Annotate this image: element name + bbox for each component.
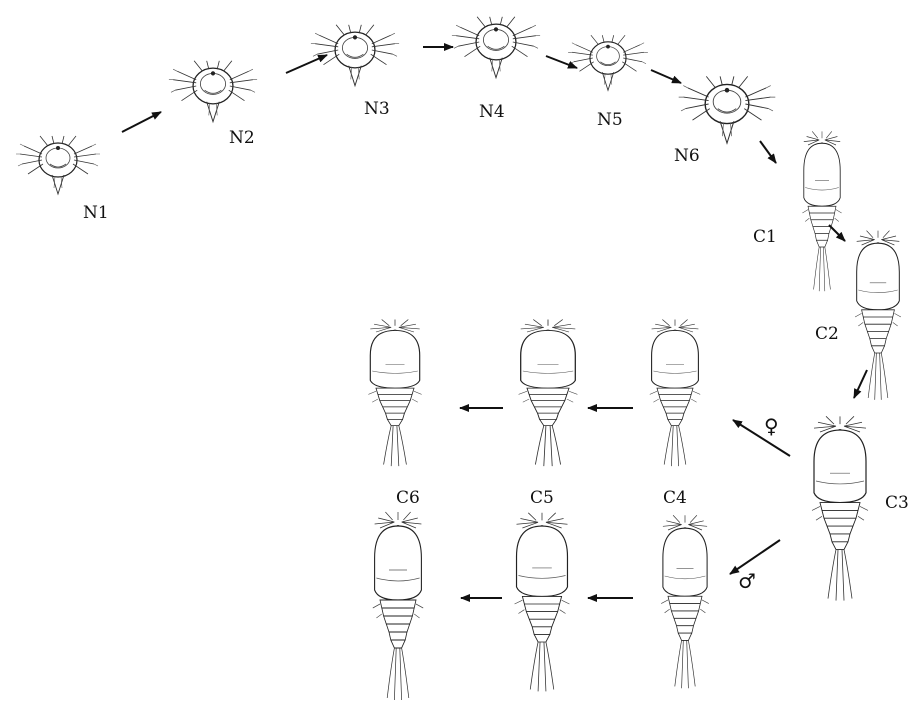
stage-label-c5: C5 xyxy=(530,490,554,507)
stage-label-c3: C3 xyxy=(885,495,909,512)
male-symbol: ♂ xyxy=(738,571,756,591)
arrow-n4-n5 xyxy=(546,56,577,68)
arrow-n1-n2 xyxy=(122,112,161,132)
copepodid-male-c6-drawing xyxy=(373,512,423,700)
female-symbol: ♀ xyxy=(764,416,779,436)
copepodid-c3-drawing xyxy=(812,416,868,600)
copepodid-c2-drawing xyxy=(855,231,901,400)
arrow-n6-c1 xyxy=(760,141,776,163)
copepodid-female-c4-drawing xyxy=(650,320,700,467)
nauplius-n6-drawing xyxy=(679,76,776,143)
copepodid-male-c5-drawing xyxy=(515,513,570,692)
copepodid-male-c4-drawing xyxy=(661,515,709,688)
arrow-c3-female xyxy=(733,420,790,456)
stage-label-c4: C4 xyxy=(663,490,687,507)
nauplius-n1-drawing xyxy=(16,136,100,194)
stage-label-n3: N3 xyxy=(364,101,390,118)
copepodid-female-c6-drawing xyxy=(368,320,421,467)
stage-label-n4: N4 xyxy=(479,104,505,121)
nauplius-n2-drawing xyxy=(169,61,257,122)
copepodid-c1-drawing xyxy=(802,131,841,291)
stage-label-n6: N6 xyxy=(674,148,700,165)
nauplius-n4-drawing xyxy=(452,17,540,78)
stage-label-n5: N5 xyxy=(597,112,623,129)
arrow-n2-n3 xyxy=(286,55,327,73)
nauplius-n5-drawing xyxy=(568,35,648,90)
stage-label-c2: C2 xyxy=(815,326,839,343)
copepodid-female-c5-drawing xyxy=(519,320,578,467)
arrow-c1-c2 xyxy=(829,225,845,241)
stage-label-c1: C1 xyxy=(753,229,777,246)
stage-label-n1: N1 xyxy=(83,205,109,222)
stage-label-c6: C6 xyxy=(396,490,420,507)
arrow-n5-n6 xyxy=(651,70,681,83)
stage-label-n2: N2 xyxy=(229,130,255,147)
arrow-c2-c3 xyxy=(854,370,867,398)
